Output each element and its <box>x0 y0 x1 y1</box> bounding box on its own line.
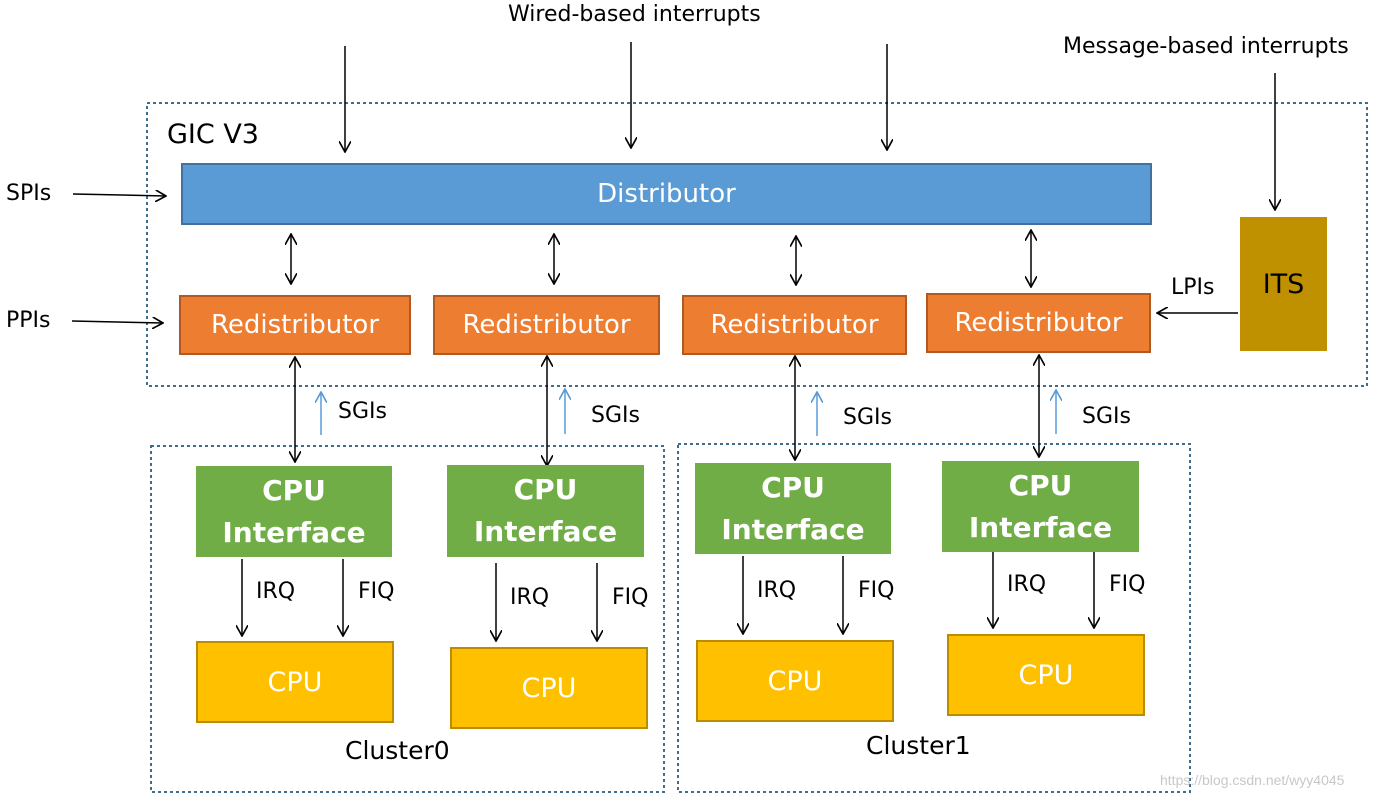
cluster0-label: Cluster0 <box>345 736 450 765</box>
fiq-label-2: FIQ <box>612 585 649 610</box>
cluster1-boundary <box>677 443 1191 793</box>
fiq-label-3: FIQ <box>858 578 895 603</box>
cpu-block-2: CPU <box>450 647 648 729</box>
distributor-block: Distributor <box>181 163 1152 225</box>
irq-label-2: IRQ <box>510 585 550 610</box>
fiq-label-1: FIQ <box>358 579 395 604</box>
wired-interrupts-label: Wired-based interrupts <box>508 2 761 27</box>
irq-label-3: IRQ <box>757 578 797 603</box>
cpu-interface-line1: CPU <box>1008 468 1073 502</box>
cpu-interface-block-3: CPU Interface <box>695 463 891 554</box>
cpu-block-3: CPU <box>696 640 894 722</box>
ppis-label: PPIs <box>6 308 51 333</box>
cpu-interface-line2: Interface <box>968 510 1113 544</box>
cpu-interface-block-1: CPU Interface <box>196 466 392 557</box>
spis-arrow <box>72 194 166 196</box>
fiq-label-4: FIQ <box>1109 572 1146 597</box>
ppis-arrow <box>71 321 163 323</box>
cpu-interface-line1: CPU <box>262 473 326 507</box>
gic-v3-boundary <box>146 102 1368 387</box>
redistributor-block-3: Redistributor <box>682 295 907 355</box>
cpu-interface-line1: CPU <box>761 470 825 504</box>
message-interrupts-label: Message-based interrupts <box>1063 34 1349 59</box>
cpu-interface-block-4: CPU Interface <box>942 461 1139 552</box>
cpu-block-4: CPU <box>947 634 1145 716</box>
cluster0-boundary <box>150 445 665 793</box>
cpu-interface-line2: Interface <box>222 515 366 549</box>
redistributor-block-1: Redistributor <box>179 295 411 355</box>
its-block: ITS <box>1240 217 1327 351</box>
cpu-interface-block-2: CPU Interface <box>447 465 644 557</box>
spis-label: SPIs <box>6 181 52 206</box>
gic-v3-label: GIC V3 <box>167 119 259 150</box>
cpu-interface-line1: CPU <box>513 473 578 506</box>
cpu-interface-line2: Interface <box>721 512 865 546</box>
cpu-block-1: CPU <box>196 641 394 723</box>
lpis-label: LPIs <box>1171 275 1215 300</box>
redistributor-block-2: Redistributor <box>433 295 660 355</box>
cpu-interface-line2: Interface <box>473 515 618 548</box>
cluster1-label: Cluster1 <box>866 731 971 760</box>
sgis-label-4: SGIs <box>1082 404 1131 429</box>
watermark: https://blog.csdn.net/wyy4045 <box>1160 772 1345 788</box>
irq-label-1: IRQ <box>256 579 296 604</box>
irq-label-4: IRQ <box>1007 572 1047 597</box>
sgis-label-2: SGIs <box>591 403 640 428</box>
redistributor-block-4: Redistributor <box>926 293 1151 353</box>
sgis-label-1: SGIs <box>338 399 387 424</box>
sgis-label-3: SGIs <box>843 405 892 430</box>
